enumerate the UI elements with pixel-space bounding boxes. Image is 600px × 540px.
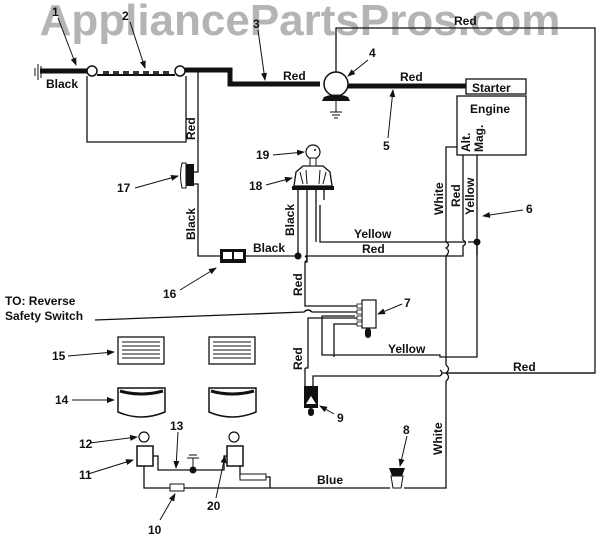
callout-14: 14: [55, 393, 69, 407]
white-engine-wire: [404, 146, 457, 489]
headlight-housing-right: [208, 387, 257, 418]
label-red-to-7: Red: [291, 273, 305, 296]
callout-11: 11: [79, 468, 92, 482]
red-engine-wire: [305, 155, 467, 257]
callout-6: 6: [526, 202, 533, 216]
callout-10: 10: [148, 523, 162, 537]
callout-16: 16: [163, 287, 177, 301]
callout-1: 1: [52, 5, 59, 19]
battery: [86, 65, 187, 143]
label-red-engine: Red: [449, 184, 463, 207]
callout-18: 18: [249, 179, 263, 193]
label-red-top: Red: [454, 14, 477, 28]
red-wire-battery-17: [194, 72, 199, 173]
label-red-to-9: Red: [291, 347, 305, 370]
bulb-20: [226, 431, 244, 467]
label-red-horizontal: Red: [362, 242, 385, 256]
label-yellow-horizontal: Yellow: [354, 227, 392, 241]
label-red-cable: Red: [400, 70, 423, 84]
callout-15: 15: [52, 349, 66, 363]
connector-16: [220, 249, 246, 263]
callout-9: 9: [337, 411, 344, 425]
note-line2: Safety Switch: [5, 309, 83, 323]
label-black-16: Black: [253, 241, 285, 255]
red-wire-to-7: [304, 255, 362, 307]
ignition-key-icon: [305, 144, 321, 167]
alt-label: Alt.: [459, 133, 473, 152]
callout-8: 8: [403, 423, 410, 437]
starter-label: Starter: [472, 81, 511, 95]
ignition-switch: [292, 165, 334, 256]
label-yellow-engine: Yellow: [463, 177, 477, 215]
mag-label: Mag.: [472, 125, 486, 152]
label-black-17: Black: [184, 208, 198, 240]
label-red-battery: Red: [283, 69, 306, 83]
label-white-engine: White: [432, 182, 446, 215]
label-black-ground: Black: [46, 77, 78, 91]
label-blue: Blue: [317, 473, 343, 487]
callout-13: 13: [170, 419, 184, 433]
battery-positive-cable: [185, 67, 320, 87]
callout-12: 12: [79, 437, 93, 451]
callout-2: 2: [122, 9, 129, 23]
connector-9: [304, 386, 318, 416]
bulb-12: [136, 431, 154, 467]
label-red-vertical-battery: Red: [184, 117, 198, 140]
callout-17: 17: [117, 181, 131, 195]
engine-label: Engine: [470, 102, 510, 116]
switch-7: [356, 299, 377, 338]
headlight-lens-left: [117, 336, 165, 365]
headlight-housing-left: [117, 387, 166, 418]
callout-3: 3: [253, 17, 260, 31]
label-black-18: Black: [283, 204, 297, 236]
starter-solenoid: [322, 71, 350, 119]
label-yellow-7: Yellow: [388, 342, 426, 356]
callout-4: 4: [369, 46, 376, 60]
engine-block: [456, 78, 527, 156]
switch-8: [389, 468, 405, 489]
label-white-bottom: White: [431, 422, 445, 455]
switch-17: [180, 162, 194, 189]
headlight-lens-right: [208, 336, 256, 365]
callout-7: 7: [404, 296, 411, 310]
callout-5: 5: [383, 139, 390, 153]
note-line1: TO: Reverse: [5, 294, 76, 308]
label-red-right: Red: [513, 360, 536, 374]
callout-20: 20: [207, 499, 221, 513]
callout-19: 19: [256, 148, 270, 162]
black-wire-17-16: [194, 183, 220, 257]
